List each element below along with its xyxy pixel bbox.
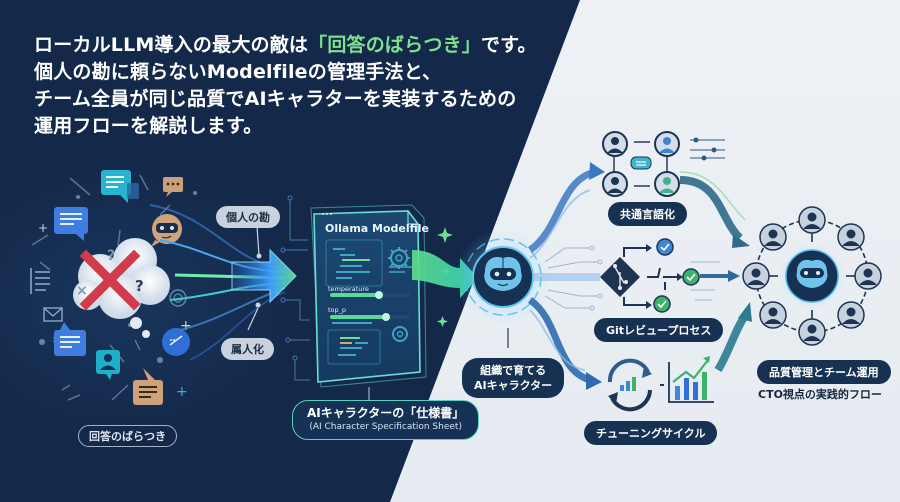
process-label-common-language: 共通言語化	[608, 202, 687, 226]
robot-bubble-icon	[151, 214, 182, 247]
modelfile-card: Ollama Modelfile temperature top_p	[310, 204, 429, 408]
spec-caption-sub: (AI Character Specification Sheet)	[309, 422, 462, 432]
check-circle-icon	[656, 238, 674, 256]
git-review-icon	[600, 238, 700, 313]
big-arrow-into-spec	[231, 248, 297, 304]
check-circle-icon	[682, 268, 700, 286]
svg-text:+: +	[176, 384, 188, 400]
brain-caption-line-1: 組織で育てる	[480, 364, 547, 377]
chaos-scatter: + + + ×	[30, 170, 197, 405]
svg-text:+: +	[180, 318, 192, 334]
headline-highlight: 「回答のばらつき」	[308, 34, 481, 56]
top-p-slider-thumb	[382, 313, 390, 321]
team-caption-sub: CTO視点の実践的フロー	[758, 388, 882, 401]
circuit-lines-left	[280, 195, 310, 381]
branch-arrows	[527, 162, 752, 390]
label-silo: 属人化	[221, 338, 274, 360]
brain-hub	[455, 229, 551, 348]
svg-text:+: +	[38, 221, 48, 235]
gear-icon	[388, 247, 410, 269]
process-label-git-review: Gitレビュープロセス	[594, 318, 724, 342]
settings-sliders-icon	[690, 139, 725, 159]
svg-text:×: ×	[76, 283, 88, 299]
team-member-avatars	[742, 206, 882, 346]
headline-line-4: 運用フローを解説します。	[34, 115, 263, 137]
headline-line-1: ローカルLLM導入の最大の敵は「回答のばらつき」です。	[34, 32, 537, 59]
brain-hub-caption: 組織で育てる AIキャラクター	[462, 358, 565, 398]
team-robot-brain-icon	[796, 259, 828, 288]
circuit-lines-right	[544, 245, 720, 311]
chat-bubble-icon	[101, 170, 139, 203]
headline: ローカルLLM導入の最大の敵は「回答のばらつき」です。 個人の勘に頼らないMod…	[34, 32, 537, 140]
list-icon	[30, 268, 50, 294]
label-answer-variance: 回答のばらつき	[78, 425, 177, 447]
team-network	[742, 206, 882, 346]
note-bubble-icon	[133, 368, 163, 405]
red-x-icon	[79, 249, 141, 311]
process-label-tuning-cycle: チューニングサイクル	[584, 421, 718, 445]
spec-caption-main: AIキャラクターの「仕様書」	[307, 406, 465, 420]
user-bubble-icon	[96, 350, 120, 380]
ellipsis-bubble-icon	[163, 177, 183, 197]
headline-line-3: チーム全員が同じ品質でAIキャラターを実装するための	[34, 88, 517, 110]
temperature-slider-thumb	[375, 291, 383, 299]
robot-brain-icon	[484, 256, 522, 291]
svg-text:?: ?	[135, 277, 144, 295]
compass-bubble-icon	[162, 328, 190, 356]
brain-caption-line-2: AIキャラクター	[474, 379, 553, 392]
gear-icon-secondary	[392, 326, 408, 342]
headline-line-2: 個人の勘に頼らないModelfileの管理手法と、	[34, 61, 442, 83]
spec-sheet-caption: AIキャラクターの「仕様書」 (AI Character Specificati…	[292, 400, 480, 440]
headline-text: です。	[480, 34, 537, 56]
check-circle-icon	[653, 295, 671, 313]
text-bubble-icon	[54, 322, 86, 356]
modelfile-title: Ollama Modelfile	[325, 222, 429, 235]
message-bubble-icon	[54, 207, 88, 241]
label-individual-intuition: 個人の勘	[216, 206, 280, 228]
connector-silo	[247, 307, 259, 331]
envelope-icon	[43, 307, 63, 322]
param-top-p-label: top_p	[328, 306, 346, 314]
param-temperature-label: temperature	[328, 285, 369, 293]
headline-text: ローカルLLM導入の最大の敵は	[34, 34, 309, 56]
common-language-icon	[602, 131, 725, 197]
tuning-cycle-icon	[607, 356, 714, 412]
connector-intuition	[256, 225, 260, 257]
growth-chart-icon	[668, 356, 714, 403]
svg-text:?: ?	[107, 248, 115, 264]
team-caption-main: 品質管理とチーム運用	[757, 360, 891, 384]
